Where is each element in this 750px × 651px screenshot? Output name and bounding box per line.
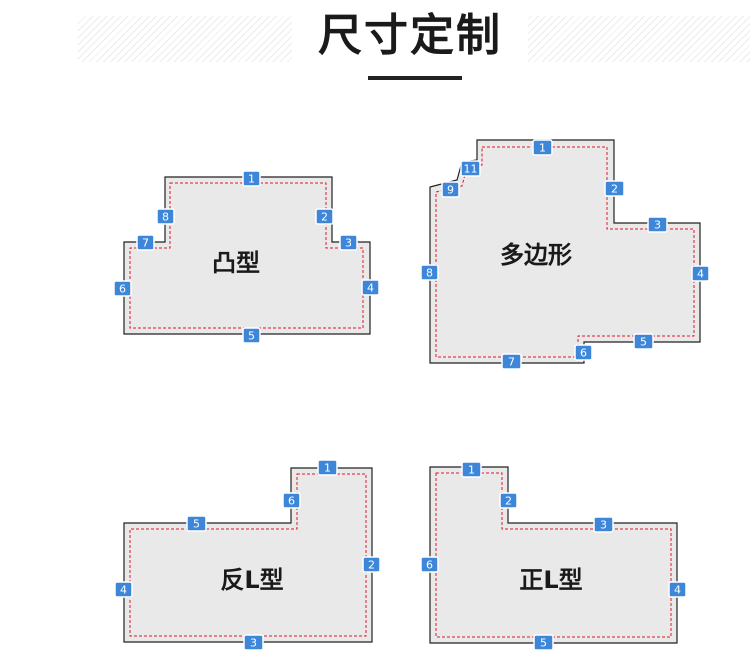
edge-badge: 7: [501, 353, 522, 370]
svg-text:3: 3: [600, 519, 607, 532]
edge-badge: 1: [461, 461, 482, 478]
shape-l-dashed: [435, 472, 672, 638]
edge-badge: 3: [243, 634, 264, 651]
svg-text:9: 9: [447, 184, 454, 197]
svg-text:3: 3: [345, 237, 352, 250]
edge-badge: 4: [668, 581, 687, 598]
svg-text:7: 7: [142, 237, 149, 250]
shape-label: 反L型: [220, 566, 283, 594]
edge-badge: 2: [499, 492, 518, 509]
edge-badge: 6: [574, 344, 593, 361]
svg-text:1: 1: [539, 142, 546, 155]
edge-badge: 6: [282, 492, 301, 509]
edge-badge: 5: [186, 515, 207, 532]
svg-text:1: 1: [248, 173, 255, 186]
svg-text:5: 5: [193, 518, 200, 531]
svg-text:2: 2: [611, 183, 618, 196]
edge-badge: 2: [604, 180, 625, 197]
svg-text:4: 4: [120, 584, 127, 597]
svg-text:4: 4: [367, 282, 374, 295]
svg-text:1: 1: [468, 464, 475, 477]
edge-badge: 4: [114, 581, 133, 598]
edge-badge: 4: [361, 279, 380, 296]
edge-badge: 4: [691, 265, 710, 282]
edge-badge: 1: [242, 170, 261, 187]
svg-text:5: 5: [540, 637, 547, 650]
edge-badge: 5: [242, 327, 261, 344]
edge-badge: 3: [593, 516, 614, 533]
edge-badge: 2: [362, 556, 381, 573]
svg-text:5: 5: [640, 336, 647, 349]
shape-l-outline: [429, 466, 678, 644]
edge-badge: 9: [441, 181, 460, 198]
edge-badge: 3: [339, 234, 358, 251]
edge-badge: 1: [532, 139, 553, 156]
page-title: 尺寸定制: [318, 10, 502, 61]
edge-badge: 8: [420, 264, 439, 281]
edge-badge: 3: [647, 216, 668, 233]
shape-l: 正L型 1 2 3 4 5 6: [420, 461, 687, 651]
shape-reverse-l: 反L型 1 2 3 4 5 6: [114, 459, 381, 651]
svg-text:7: 7: [508, 356, 515, 369]
edge-badge: 5: [633, 333, 654, 350]
shape-convex: 凸型 1 2 3 4 5 6 7 8: [113, 170, 380, 344]
edge-badge: 1: [317, 459, 338, 476]
svg-text:5: 5: [248, 330, 255, 343]
edge-badge: 11: [460, 160, 481, 177]
svg-text:4: 4: [697, 268, 704, 281]
edge-badge: 5: [533, 634, 554, 651]
shape-reverse-l-dashed: [129, 473, 367, 637]
edge-badge: 8: [156, 208, 175, 225]
svg-text:2: 2: [505, 495, 512, 508]
svg-text:8: 8: [162, 211, 169, 224]
svg-text:3: 3: [654, 219, 661, 232]
shape-label: 多边形: [500, 241, 572, 269]
shape-convex-dashed: [129, 182, 364, 329]
edge-badge: 7: [136, 234, 155, 251]
title-underline: [368, 76, 462, 80]
svg-text:4: 4: [674, 584, 681, 597]
shape-label: 正L型: [519, 566, 582, 594]
svg-text:2: 2: [321, 211, 328, 224]
svg-text:6: 6: [580, 347, 587, 360]
title-box: 尺寸定制: [292, 0, 528, 62]
svg-text:8: 8: [426, 267, 433, 280]
edge-badge: 6: [420, 556, 439, 573]
shape-reverse-l-outline: [123, 467, 373, 643]
shape-polygon: 多边形 1 2 3 4 5 6 7 8 9 11: [420, 139, 710, 370]
svg-text:6: 6: [288, 495, 295, 508]
shape-label: 凸型: [212, 249, 260, 277]
svg-text:6: 6: [426, 559, 433, 572]
edge-badge: 6: [113, 280, 132, 297]
svg-text:3: 3: [250, 637, 257, 650]
svg-text:1: 1: [324, 462, 331, 475]
svg-text:11: 11: [464, 163, 478, 176]
svg-text:2: 2: [368, 559, 375, 572]
svg-text:6: 6: [119, 283, 126, 296]
edge-badge: 2: [315, 208, 334, 225]
